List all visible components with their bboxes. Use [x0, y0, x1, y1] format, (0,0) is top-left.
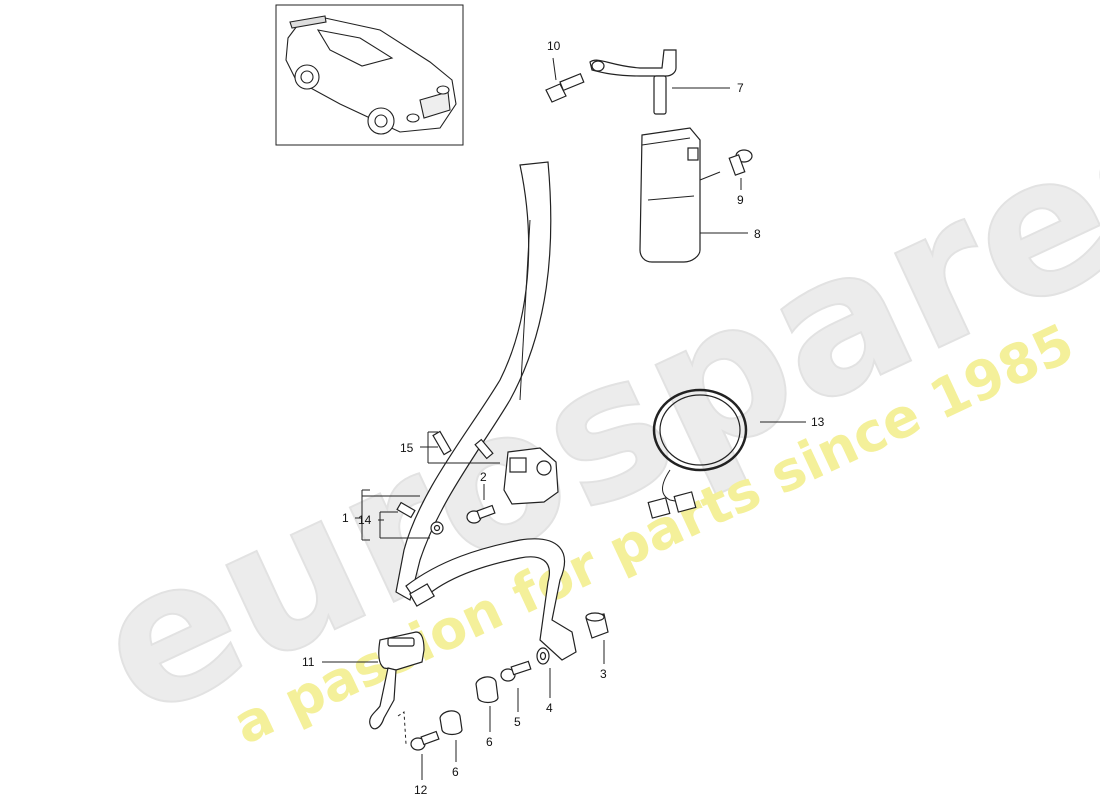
callout-14: 14: [358, 513, 372, 527]
callout-9: 9: [737, 193, 744, 207]
vehicle-thumbnail: [275, 4, 464, 146]
wiring-harness: [647, 388, 748, 519]
watermark: eurospares a passion for parts since 198…: [65, 52, 1100, 762]
leader-lines: [322, 57, 806, 780]
callout-2: 2: [480, 470, 487, 484]
sleeve-part-3: [585, 612, 609, 639]
callout-10: 10: [547, 39, 561, 53]
callout-7: 7: [737, 81, 744, 95]
bolt-part-2: [466, 504, 496, 524]
bolt-part-12: [410, 730, 440, 751]
callout-5: 5: [514, 715, 521, 729]
belt-buckle: [369, 631, 425, 730]
pin-part-15: [432, 430, 494, 460]
sleeve-part-6: [439, 676, 499, 736]
bolt-part-14: [396, 501, 444, 535]
upper-anchor-bracket: [589, 49, 677, 115]
callout-4: 4: [546, 701, 553, 715]
callout-6-lower: 6: [452, 765, 459, 779]
washer-part-4: [536, 647, 550, 665]
callout-6-upper: 6: [486, 735, 493, 749]
callout-15: 15: [400, 441, 414, 455]
callout-12: 12: [414, 783, 428, 797]
bolt-part-9: [728, 149, 753, 176]
bolt-part-5: [500, 660, 532, 682]
seat-belt-webbing: [395, 161, 577, 661]
callout-1: 1: [342, 511, 349, 525]
callout-13: 13: [811, 415, 825, 429]
belt-retractor: [503, 447, 559, 505]
callout-labels: 10 7 9 8 13 15 2 1 14 3 4 5 6 6 12 11: [302, 39, 825, 797]
callout-3: 3: [600, 667, 607, 681]
bolt-part-10: [545, 72, 585, 103]
callout-11: 11: [302, 655, 315, 669]
height-adjuster-cover: [639, 127, 701, 263]
callout-8: 8: [754, 227, 761, 241]
sports-car-icon: [285, 15, 457, 135]
